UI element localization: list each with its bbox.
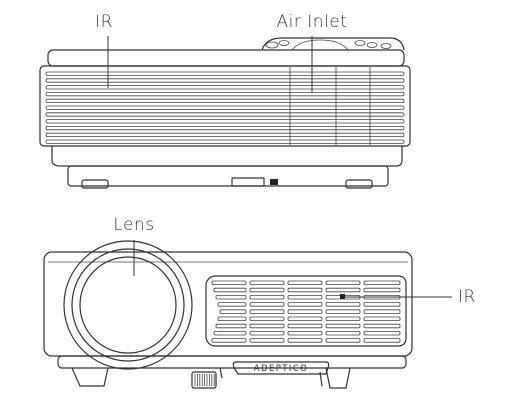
tilt-wheel bbox=[191, 371, 217, 389]
vent-slat bbox=[45, 126, 405, 131]
grille-slot bbox=[213, 330, 247, 336]
vent-slat bbox=[45, 92, 405, 97]
adjust-foot bbox=[231, 177, 265, 187]
front-foot-right bbox=[325, 367, 351, 389]
vent-slat bbox=[45, 139, 405, 144]
control-button bbox=[380, 43, 392, 49]
top-view: IR Air Inlet bbox=[39, 12, 411, 189]
grille-slot bbox=[363, 323, 401, 329]
grille-slot bbox=[363, 338, 401, 343]
brand-logo: ADEPTICO bbox=[254, 364, 308, 374]
ir-label-front: IR bbox=[458, 287, 476, 307]
grille-slot bbox=[287, 302, 323, 307]
foot bbox=[345, 179, 373, 189]
grille-slot bbox=[363, 280, 401, 285]
grille-slot bbox=[325, 330, 361, 336]
grille-slot bbox=[325, 287, 361, 293]
screw-mount bbox=[270, 179, 278, 185]
grille-slot bbox=[325, 316, 361, 321]
vent-slat bbox=[45, 112, 405, 117]
grille-slot bbox=[325, 338, 361, 343]
grille-slot bbox=[215, 323, 247, 329]
grille-slot bbox=[249, 316, 285, 321]
control-button bbox=[354, 40, 366, 46]
grille-slot bbox=[325, 280, 361, 285]
control-panel-top bbox=[261, 37, 405, 51]
front-view: ADEPTICO Lens IR bbox=[43, 215, 476, 389]
control-dial bbox=[291, 39, 349, 51]
vent-slat bbox=[45, 78, 405, 83]
grille-slot bbox=[249, 338, 285, 343]
front-foot-left bbox=[71, 367, 109, 387]
front-grille bbox=[205, 275, 407, 347]
lens-label: Lens bbox=[113, 215, 154, 235]
grille-slot bbox=[287, 338, 323, 343]
grille-slot bbox=[219, 309, 247, 314]
grille-slot bbox=[325, 323, 361, 329]
brand-plate bbox=[232, 361, 330, 375]
ir-label-top: IR bbox=[95, 12, 113, 32]
grille-slot bbox=[249, 280, 285, 285]
grille-slot bbox=[363, 316, 401, 321]
vent-slat bbox=[45, 119, 405, 124]
grille-slot bbox=[287, 287, 323, 293]
grille-slot bbox=[325, 309, 361, 314]
grille-slot bbox=[249, 323, 285, 329]
grille-slot bbox=[325, 302, 361, 307]
control-button bbox=[278, 40, 290, 46]
grille-slot bbox=[287, 280, 323, 285]
vent-slat bbox=[45, 105, 405, 110]
grille-slot bbox=[211, 280, 247, 285]
control-button bbox=[265, 41, 279, 49]
grille-slots bbox=[211, 280, 401, 343]
grille-slot bbox=[363, 302, 401, 307]
grille-slot bbox=[215, 294, 247, 300]
grille-slot bbox=[363, 309, 401, 314]
grille-slot bbox=[217, 316, 247, 321]
grille-slot bbox=[211, 338, 247, 343]
grille-slot bbox=[287, 323, 323, 329]
air-inlet-vent bbox=[39, 65, 411, 147]
lens-ring-outer bbox=[63, 240, 193, 370]
control-button bbox=[366, 42, 378, 48]
lens-ring bbox=[71, 248, 185, 362]
top-housing bbox=[47, 49, 405, 67]
grille-slot bbox=[363, 287, 401, 293]
vent-slats bbox=[45, 71, 405, 144]
vent-slat bbox=[45, 98, 405, 103]
vent-slat bbox=[45, 132, 405, 137]
grille-slot bbox=[213, 287, 247, 293]
ir-sensor bbox=[340, 294, 345, 299]
grille-slot bbox=[217, 302, 247, 307]
grille-slot bbox=[249, 309, 285, 314]
grille-slot bbox=[249, 287, 285, 293]
grille-slot bbox=[249, 294, 285, 300]
grille-slot bbox=[363, 330, 401, 336]
grille-slot bbox=[287, 309, 323, 314]
base bbox=[67, 165, 389, 187]
front-base bbox=[57, 355, 407, 369]
bottom-housing bbox=[51, 146, 403, 167]
grille-slot bbox=[287, 330, 323, 336]
grille-slot bbox=[287, 294, 323, 300]
foot bbox=[81, 179, 109, 189]
tilt-wheel-ridges bbox=[194, 374, 215, 386]
vent-slat bbox=[45, 71, 405, 76]
grille-slot bbox=[287, 316, 323, 321]
vent-slat bbox=[45, 85, 405, 90]
air-inlet-label: Air Inlet bbox=[277, 12, 348, 32]
grille-slot bbox=[249, 302, 285, 307]
front-housing bbox=[43, 251, 413, 357]
grille-slot bbox=[249, 330, 285, 336]
lens-glass bbox=[79, 256, 177, 354]
